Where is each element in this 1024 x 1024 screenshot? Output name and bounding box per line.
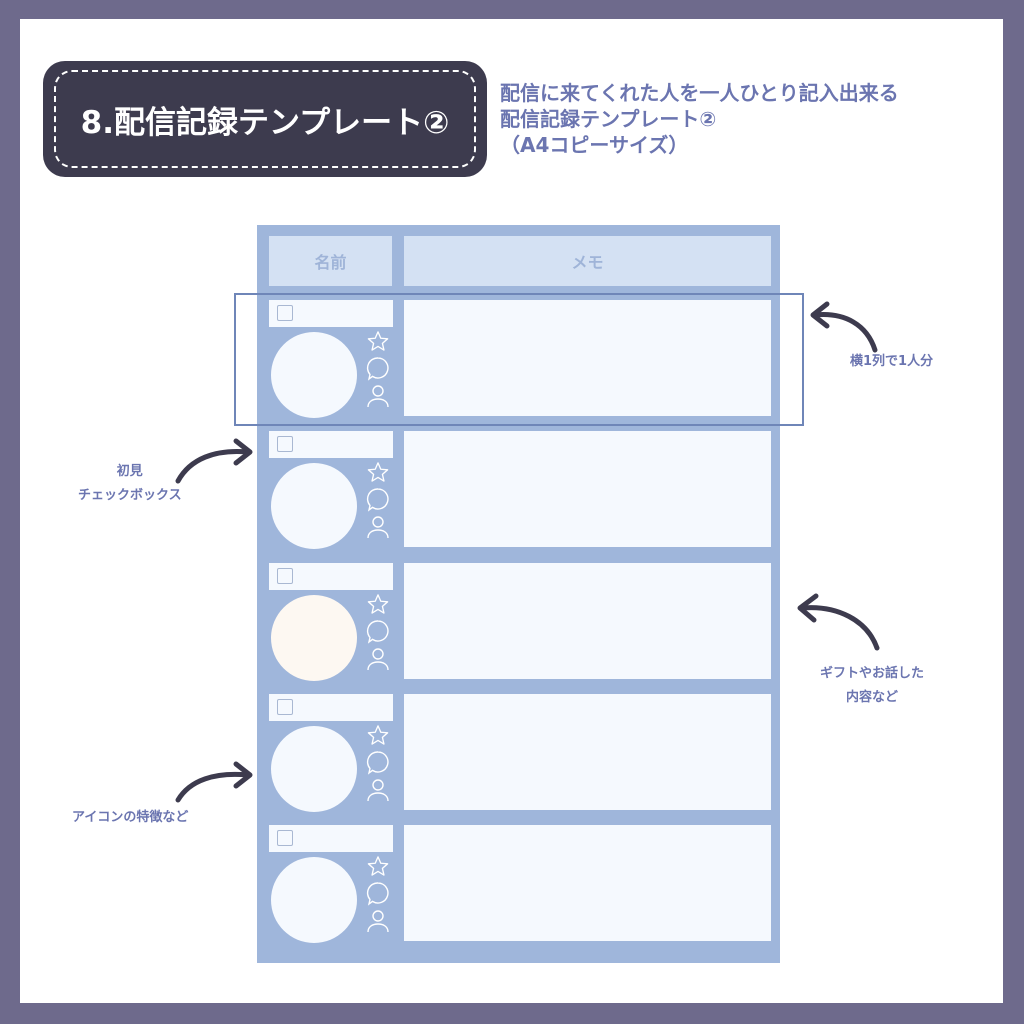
avatar-circle — [271, 726, 357, 812]
subtitle-line: 配信に来てくれた人を一人ひとり記入出来る — [500, 81, 899, 105]
memo-field[interactable] — [404, 563, 771, 679]
person-icon — [367, 779, 389, 802]
speech-bubble-icon — [366, 751, 389, 775]
annotation-gift-talk: ギフトやお話した 内容など — [820, 662, 924, 710]
speech-bubble-icon — [366, 357, 389, 381]
name-field[interactable] — [269, 300, 393, 327]
annotation-line: チェックボックス — [78, 488, 182, 503]
person-icon — [367, 910, 389, 933]
person-icon — [367, 516, 389, 539]
avatar-circle — [271, 857, 357, 943]
speech-bubble-icon — [366, 882, 389, 906]
subtitle-line: 配信記録テンプレート② — [500, 107, 717, 131]
table-row — [257, 563, 780, 683]
title-badge: 8.配信記録テンプレート② — [43, 61, 487, 177]
memo-field[interactable] — [404, 825, 771, 941]
name-field[interactable] — [269, 563, 393, 590]
first-visit-checkbox[interactable] — [277, 436, 293, 452]
stream-record-table: 名前 メモ — [257, 225, 780, 963]
first-visit-checkbox[interactable] — [277, 305, 293, 321]
speech-bubble-icon — [366, 620, 389, 644]
first-visit-checkbox[interactable] — [277, 699, 293, 715]
first-visit-checkbox[interactable] — [277, 568, 293, 584]
avatar-circle — [271, 595, 357, 681]
annotation-line: 内容など — [846, 690, 899, 705]
column-header-memo: メモ — [404, 236, 771, 286]
memo-field[interactable] — [404, 694, 771, 810]
table-row — [257, 694, 780, 814]
memo-field[interactable] — [404, 431, 771, 547]
arrow-icon — [175, 438, 253, 484]
table-row — [257, 825, 780, 945]
annotation-icon-features: アイコンの特徴など — [72, 810, 189, 825]
person-icon — [367, 648, 389, 671]
memo-field[interactable] — [404, 300, 771, 416]
annotation-line: ギフトやお話した — [820, 666, 925, 681]
annotation-line: 初見 — [116, 464, 143, 479]
name-field[interactable] — [269, 825, 393, 852]
avatar-circle — [271, 463, 357, 549]
table-row — [257, 431, 780, 551]
name-field[interactable] — [269, 431, 393, 458]
star-icon — [367, 462, 389, 482]
avatar-circle — [271, 332, 357, 418]
subtitle-line: （A4コピーサイズ） — [500, 133, 689, 157]
arrow-icon — [810, 301, 878, 353]
page-title: 8.配信記録テンプレート② — [80, 104, 450, 141]
arrow-icon — [797, 593, 880, 651]
star-icon — [367, 856, 389, 876]
speech-bubble-icon — [366, 488, 389, 512]
first-visit-checkbox[interactable] — [277, 830, 293, 846]
star-icon — [367, 331, 389, 351]
name-field[interactable] — [269, 694, 393, 721]
star-icon — [367, 725, 389, 745]
annotation-one-row-one-person: 横1列で1人分 — [850, 354, 934, 369]
annotation-first-visit-checkbox: 初見 チェックボックス — [78, 460, 182, 508]
person-icon — [367, 385, 389, 408]
dashed-border — [54, 70, 476, 168]
subtitle: 配信に来てくれた人を一人ひとり記入出来る 配信記録テンプレート② （A4コピーサ… — [500, 80, 899, 158]
one-row-highlight-box — [234, 293, 804, 426]
table-row — [257, 300, 780, 420]
star-icon — [367, 594, 389, 614]
column-header-name: 名前 — [269, 236, 392, 286]
arrow-icon — [175, 761, 253, 803]
